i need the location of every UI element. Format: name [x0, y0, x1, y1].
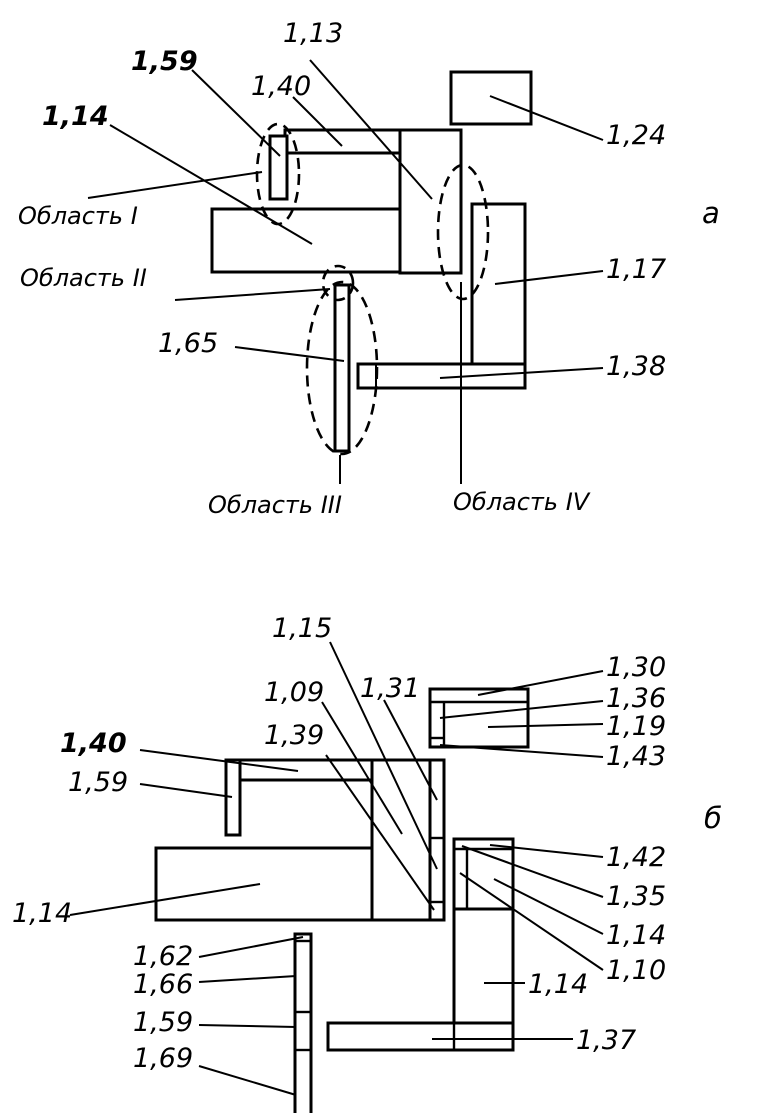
block-1-59-a [268, 134, 289, 201]
leader-1-39-b [325, 754, 435, 911]
leader-1-13-a [309, 59, 433, 200]
block-1-14-b-left [154, 846, 374, 922]
leader-1-35-b [461, 845, 604, 898]
leader-1-30-b [477, 670, 604, 696]
leader-1-10-b [459, 872, 604, 971]
label-1-40-a: 1,40 [251, 71, 311, 102]
leader-1-24-a [489, 95, 604, 141]
label-1-65-a: 1,65 [158, 328, 218, 359]
block-1-65-a [333, 283, 351, 453]
label-1-19-b: 1,19 [606, 711, 666, 742]
label-region-4: Область IV [453, 488, 591, 516]
label-1-30-b: 1,30 [606, 652, 666, 683]
leader-1-17-a [494, 270, 604, 285]
label-1-09-b: 1,09 [264, 677, 324, 708]
block-1-59-b [224, 758, 242, 837]
label-1-59-b: 1,59 [68, 767, 128, 798]
label-1-14-b-right: 1,14 [606, 920, 666, 951]
leader-1-19-b [487, 723, 604, 728]
block-1-14-b-lower [452, 907, 515, 1025]
block-1-42-b [452, 837, 515, 911]
leader-1-09-b [321, 701, 403, 835]
leader-1-40-a [292, 96, 343, 147]
label-1-17-a: 1,17 [606, 254, 666, 285]
leader-1-14-b-left [69, 883, 261, 916]
leader-1-66-b [198, 975, 297, 983]
block-column-b [293, 932, 313, 1113]
label-1-24-a: 1,24 [606, 120, 666, 151]
leader-1-38-a [439, 367, 604, 379]
label-1-62-b: 1,62 [133, 941, 193, 972]
block-1-13-a [398, 128, 463, 275]
label-1-59-a: 1,59 [131, 46, 198, 77]
block-1-09-b [370, 758, 432, 922]
label-1-42-b: 1,42 [606, 842, 666, 873]
label-1-14-a: 1,14 [42, 101, 109, 132]
label-1-36-b: 1,36 [606, 683, 666, 714]
leader-1-43-b [439, 744, 604, 758]
block-1-38-a [356, 362, 527, 390]
block-1-31-b [428, 758, 446, 922]
label-region-3: Область III [208, 491, 342, 519]
label-region-1: Область I [18, 202, 138, 230]
label-1-15-b: 1,15 [272, 613, 332, 644]
label-1-39-b: 1,39 [264, 720, 324, 751]
leader-1-65-a [234, 346, 345, 362]
label-1-38-a: 1,38 [606, 351, 666, 382]
label-1-31-b: 1,31 [360, 673, 420, 704]
leader-1-40-b [139, 749, 299, 772]
region-3-ellipse [305, 280, 379, 456]
leader-region-1 [87, 171, 263, 199]
region-2-ellipse [321, 264, 355, 302]
block-1-37-b [326, 1021, 515, 1052]
leader-1-31-b [383, 699, 438, 801]
leader-1-59-b-low [198, 1024, 297, 1028]
leader-1-36-b [439, 700, 604, 719]
label-1-59-b-low: 1,59 [133, 1007, 193, 1038]
label-1-40-b: 1,40 [60, 728, 127, 759]
leader-1-42-b [489, 844, 604, 858]
label-1-10-b: 1,10 [606, 955, 666, 986]
panel-b: 1,15 1,30 1,09 1,31 1,36 1,19 1,39 1,40 … [12, 613, 722, 1113]
leader-1-59-a [191, 69, 281, 157]
region-4-ellipse [436, 163, 490, 301]
leader-1-69-b [198, 1065, 297, 1096]
leader-region-2 [174, 288, 331, 301]
leader-1-62-b [198, 936, 304, 958]
leader-1-59-b [139, 783, 233, 798]
block-1-17-a [470, 202, 527, 369]
panel-a: 1,59 1,13 1,40 1,14 1,24 Область I а Обл… [18, 18, 720, 519]
label-region-2: Область II [20, 264, 147, 292]
label-1-14-b-lower: 1,14 [528, 969, 588, 1000]
label-1-66-b: 1,66 [133, 969, 193, 1000]
label-1-43-b: 1,43 [606, 741, 666, 772]
panel-label-b: б [704, 801, 722, 835]
leader-1-14-a [109, 124, 313, 245]
leader-1-15-b [329, 641, 438, 870]
label-1-14-b-left: 1,14 [12, 898, 72, 929]
panel-label-a: а [702, 196, 720, 230]
block-1-24-a [449, 70, 533, 126]
label-1-37-b: 1,37 [576, 1025, 636, 1056]
label-1-69-b: 1,69 [133, 1043, 193, 1074]
leader-1-14-b-right [493, 878, 604, 935]
label-1-35-b: 1,35 [606, 881, 666, 912]
label-1-13-a: 1,13 [283, 18, 343, 49]
